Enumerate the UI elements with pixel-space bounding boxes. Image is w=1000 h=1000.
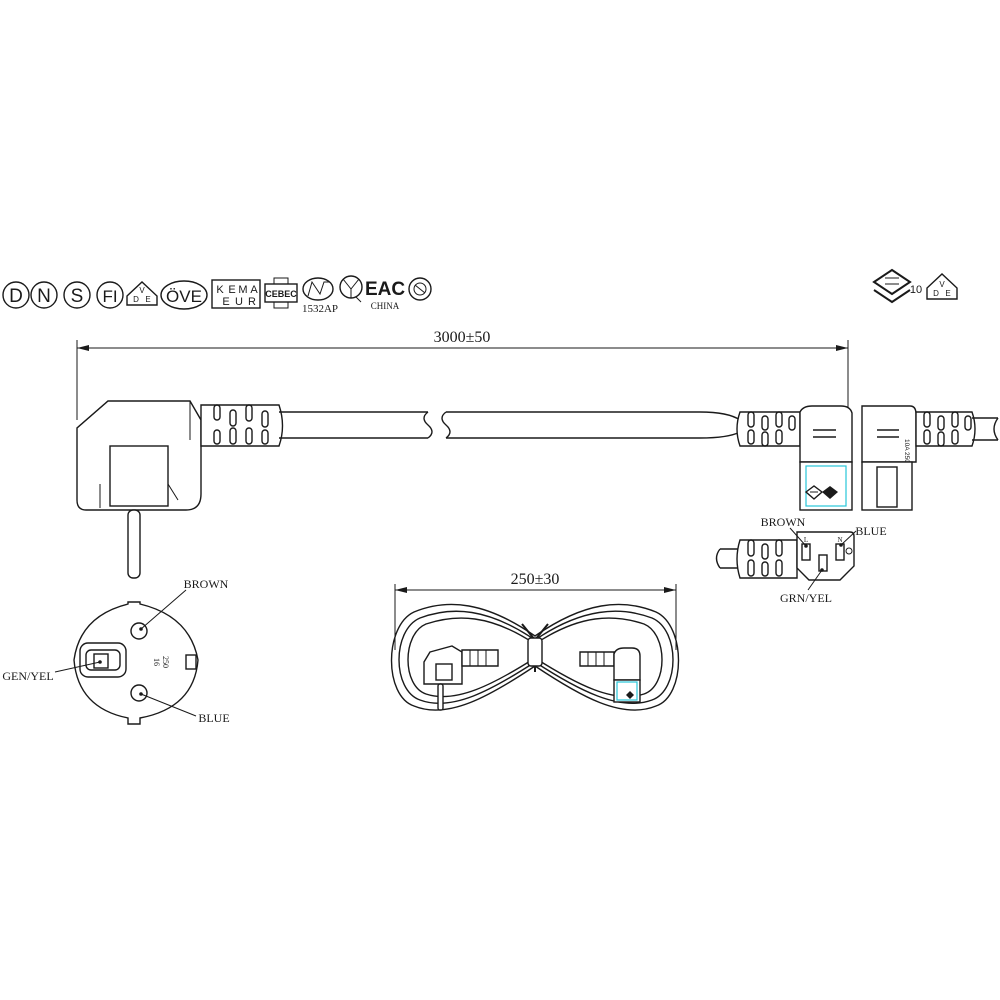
svg-text:10: 10 <box>910 284 922 296</box>
mark-s: S <box>63 281 91 309</box>
mark-enec: 10 <box>872 268 922 304</box>
connector-back-strain-slots <box>923 411 972 447</box>
coil-length-label: 250±30 <box>511 571 560 588</box>
svg-text:EAC: EAC <box>365 279 405 300</box>
coiled-cord <box>390 603 680 711</box>
pin-live-label: L <box>804 536 808 544</box>
svg-text:1532AP: 1532AP <box>302 303 338 315</box>
total-length-dimension: 3000±50 <box>76 329 849 420</box>
connector-cert-badges <box>804 485 838 500</box>
svg-text:ÖVE: ÖVE <box>166 287 202 306</box>
plug-strain-relief-slots <box>213 404 269 445</box>
svg-text:M: M <box>238 284 247 296</box>
svg-text:FI: FI <box>102 287 117 306</box>
svg-text:N: N <box>37 286 51 307</box>
c13-connector-front <box>736 405 853 511</box>
mark-n: N <box>30 281 58 309</box>
plug-rating-volts: 250 <box>161 656 170 668</box>
pin-neutral-label: N <box>837 536 842 544</box>
mark-kema: K E M A E U R <box>211 279 261 309</box>
plug-gen-yel-label: GEN/YEL <box>2 669 53 683</box>
svg-text:R: R <box>248 296 256 308</box>
certification-marks: D N S FI V D E ÖVE K E M A <box>2 268 958 315</box>
plug-blue-label: BLUE <box>198 711 229 725</box>
mark-d: D <box>2 281 30 309</box>
pin-face-strain-slots <box>747 539 783 577</box>
connector-rating-label: 10A 250V~ <box>903 439 910 471</box>
plug-rating-amps: 16 <box>152 658 161 666</box>
mark-cebec: CEBEC <box>264 277 298 309</box>
conn-brown-label: BROWN <box>761 515 806 529</box>
svg-text:V: V <box>939 280 945 289</box>
svg-text:E: E <box>145 295 150 304</box>
mark-vde: V D E <box>126 281 158 306</box>
mark-vde-right: V D E <box>926 273 958 300</box>
total-length-label: 3000±50 <box>434 329 491 346</box>
svg-text:E: E <box>228 284 235 296</box>
svg-text:S: S <box>71 286 84 307</box>
mark-y <box>339 275 363 303</box>
svg-text:V: V <box>139 286 145 295</box>
conn-blue-label: BLUE <box>855 524 886 538</box>
mark-eac: EAC CHINA <box>365 279 405 311</box>
svg-text:E: E <box>222 296 229 308</box>
svg-text:U: U <box>235 296 243 308</box>
schuko-plug-side <box>76 400 284 579</box>
svg-text:D: D <box>9 286 23 307</box>
svg-text:A: A <box>250 284 258 296</box>
coil-mini-connector <box>579 647 641 703</box>
svg-text:D: D <box>933 289 939 298</box>
svg-text:CEBEC: CEBEC <box>265 289 297 299</box>
c13-connector-pin-face: L N BROWN BLUE GRN/YEL <box>715 515 887 605</box>
coil-length-dimension: 250±30 <box>394 571 677 650</box>
main-cable <box>279 411 741 439</box>
svg-text:CHINA: CHINA <box>371 301 400 311</box>
connector-strain-relief-slots <box>747 411 796 447</box>
svg-text:E: E <box>945 289 950 298</box>
svg-text:K: K <box>216 284 224 296</box>
mark-nf: 1532AP <box>302 277 338 315</box>
schuko-plug-face: 16 250 BROWN GEN/YEL BLUE <box>2 577 229 725</box>
conn-grn-yel-label: GRN/YEL <box>780 591 832 605</box>
mark-ove: ÖVE <box>160 280 208 310</box>
plug-brown-label: BROWN <box>184 577 229 591</box>
svg-text:D: D <box>133 295 139 304</box>
mark-round-seal <box>408 277 432 301</box>
c13-connector-back: 10A 250V~ <box>861 405 999 511</box>
coil-mini-plug <box>423 645 499 711</box>
mark-fi: FI <box>96 281 124 309</box>
